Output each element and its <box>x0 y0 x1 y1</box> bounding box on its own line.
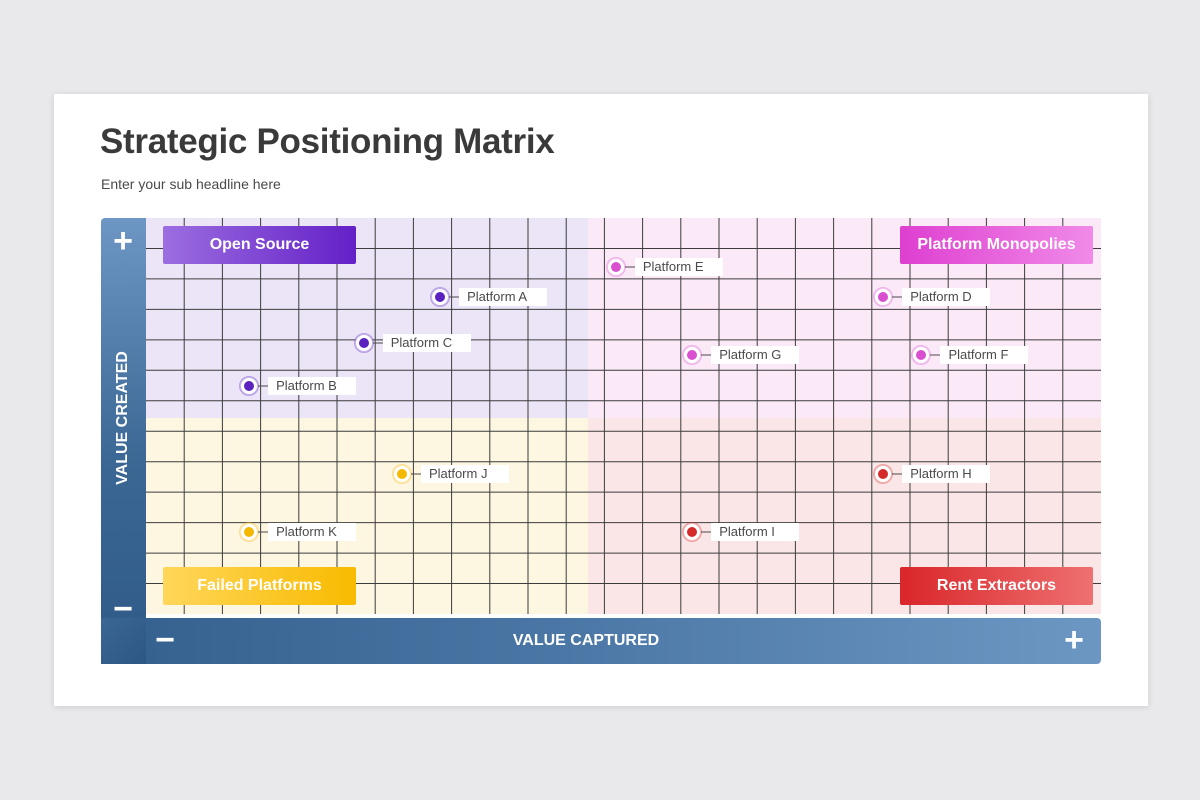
data-point-label: Platform F <box>940 346 1029 365</box>
page-title: Strategic Positioning Matrix <box>100 122 555 161</box>
data-point-marker <box>682 345 712 366</box>
x-axis-plus-sign: + <box>1064 621 1084 659</box>
x-axis-label: VALUE CAPTURED <box>512 632 660 649</box>
x-axis-minus-sign: − <box>155 621 175 659</box>
data-point-marker <box>605 256 635 277</box>
y-axis-bar <box>101 218 146 664</box>
data-point-marker <box>873 287 903 308</box>
data-point-marker <box>353 332 383 353</box>
quadrant-label-failed-platforms: Failed Platforms <box>163 567 356 605</box>
data-point-label: Platform I <box>711 522 800 541</box>
quadrant-label-rent-extractors: Rent Extractors <box>900 567 1093 605</box>
data-point-label: Platform C <box>382 333 471 352</box>
data-point-marker <box>239 375 269 396</box>
data-point-label: Platform A <box>459 288 548 307</box>
data-point-marker <box>239 521 269 542</box>
y-axis-plus-sign: + <box>113 222 133 260</box>
data-point-label: Platform E <box>634 257 723 276</box>
data-point-label: Platform G <box>711 346 800 365</box>
quadrant-label-platform-monopolies: Platform Monopolies <box>900 226 1093 264</box>
data-point-label: Platform D <box>902 288 991 307</box>
grid-lines <box>146 218 1101 614</box>
axis-corner <box>101 618 146 664</box>
data-point-marker <box>873 463 903 484</box>
data-point-marker <box>682 521 712 542</box>
data-point-marker <box>430 287 460 308</box>
plot-background <box>146 218 1101 614</box>
page-subtitle: Enter your sub headline here <box>101 176 281 192</box>
data-point-label: Platform H <box>902 464 991 483</box>
data-point-label: Platform J <box>420 464 509 483</box>
quadrant-label-open-source: Open Source <box>163 226 356 264</box>
data-point-label: Platform K <box>268 522 357 541</box>
data-point-marker <box>391 463 421 484</box>
data-point-marker <box>911 345 941 366</box>
data-point-label: Platform B <box>268 376 357 395</box>
x-axis-bar <box>101 618 1101 664</box>
y-axis-label: VALUE CREATED <box>114 351 131 485</box>
y-axis-minus-sign: − <box>113 590 133 628</box>
